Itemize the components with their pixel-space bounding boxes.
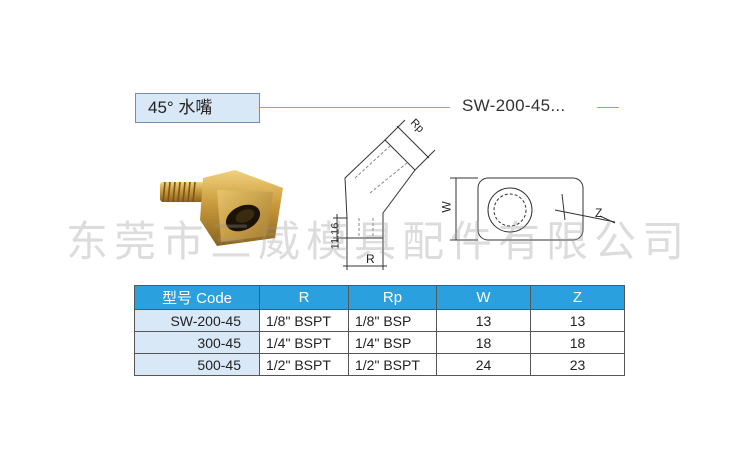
cell-z: 23 bbox=[530, 353, 625, 376]
cell-w: 18 bbox=[436, 331, 531, 354]
side-view-drawing bbox=[333, 119, 436, 270]
r-label: R bbox=[366, 252, 375, 266]
cell-code: SW-200-45 bbox=[134, 309, 260, 332]
cell-r: 1/8" BSPT bbox=[259, 309, 349, 332]
title-divider-left bbox=[260, 107, 450, 108]
table-row: SW-200-45 1/8" BSPT 1/8" BSP 13 13 bbox=[134, 309, 625, 332]
header-w: W bbox=[436, 285, 531, 310]
brass-fitting-image bbox=[160, 170, 283, 246]
table-row: 500-45 1/2" BSPT 1/2" BSPT 24 23 bbox=[134, 353, 625, 376]
cell-code: 300-45 bbox=[134, 331, 260, 354]
cell-z: 18 bbox=[530, 331, 625, 354]
product-title-box: 45° 水嘴 bbox=[135, 93, 260, 123]
cell-z: 13 bbox=[530, 309, 625, 332]
table-header-row: 型号 Code R Rp W Z bbox=[134, 285, 625, 310]
cell-rp: 1/4" BSP bbox=[348, 331, 437, 354]
header-code: 型号 Code bbox=[134, 285, 260, 310]
spec-table: 型号 Code R Rp W Z SW-200-45 1/8" BSPT 1/8… bbox=[134, 285, 625, 376]
watermark: 东莞市三威模具配件有限公司 bbox=[66, 217, 691, 266]
model-number: SW-200-45... bbox=[462, 96, 566, 115]
title-divider-right bbox=[597, 107, 619, 108]
table-row: 300-45 1/4" BSPT 1/4" BSP 18 18 bbox=[134, 331, 625, 354]
cell-w: 24 bbox=[436, 353, 531, 376]
header-r: R bbox=[259, 285, 349, 310]
product-title: 45° 水嘴 bbox=[148, 98, 213, 117]
cell-rp: 1/8" BSP bbox=[348, 309, 437, 332]
header-z: Z bbox=[530, 285, 625, 310]
header-rp: Rp bbox=[348, 285, 437, 310]
z-label: Z bbox=[595, 206, 603, 220]
cell-r: 1/4" BSPT bbox=[259, 331, 349, 354]
top-view-drawing bbox=[450, 177, 616, 241]
cell-rp: 1/2" BSPT bbox=[348, 353, 437, 376]
cell-code: 500-45 bbox=[134, 353, 260, 376]
cell-w: 13 bbox=[436, 309, 531, 332]
cell-r: 1/2" BSPT bbox=[259, 353, 349, 376]
